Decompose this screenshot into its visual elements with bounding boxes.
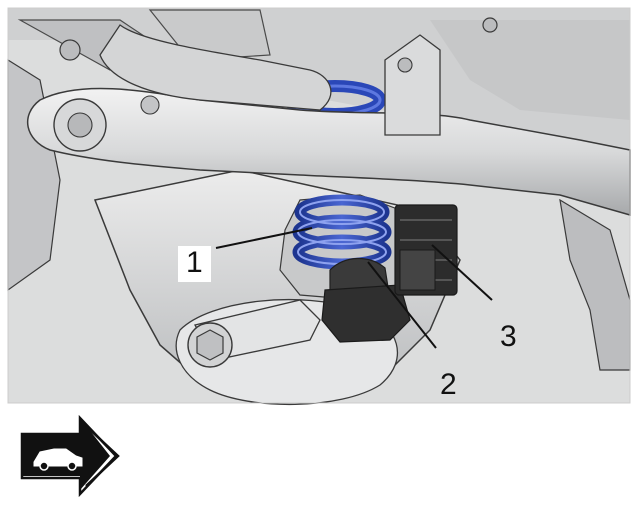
callout-3: 3 xyxy=(500,320,517,353)
coil-spring xyxy=(292,194,392,270)
leader-line-3 xyxy=(431,244,493,301)
leader-lines xyxy=(215,227,493,349)
callout-1: 1 xyxy=(178,246,211,282)
vehicle-forward-arrow-icon xyxy=(20,414,120,498)
image-frame xyxy=(7,7,631,404)
callout-2: 2 xyxy=(440,368,457,401)
leader-line-2 xyxy=(367,261,437,349)
bump-stop xyxy=(394,204,458,296)
spring-lower-insulator xyxy=(321,257,411,343)
cross-member xyxy=(26,24,631,216)
leader-line-1 xyxy=(215,227,313,249)
lower-link xyxy=(187,299,321,368)
